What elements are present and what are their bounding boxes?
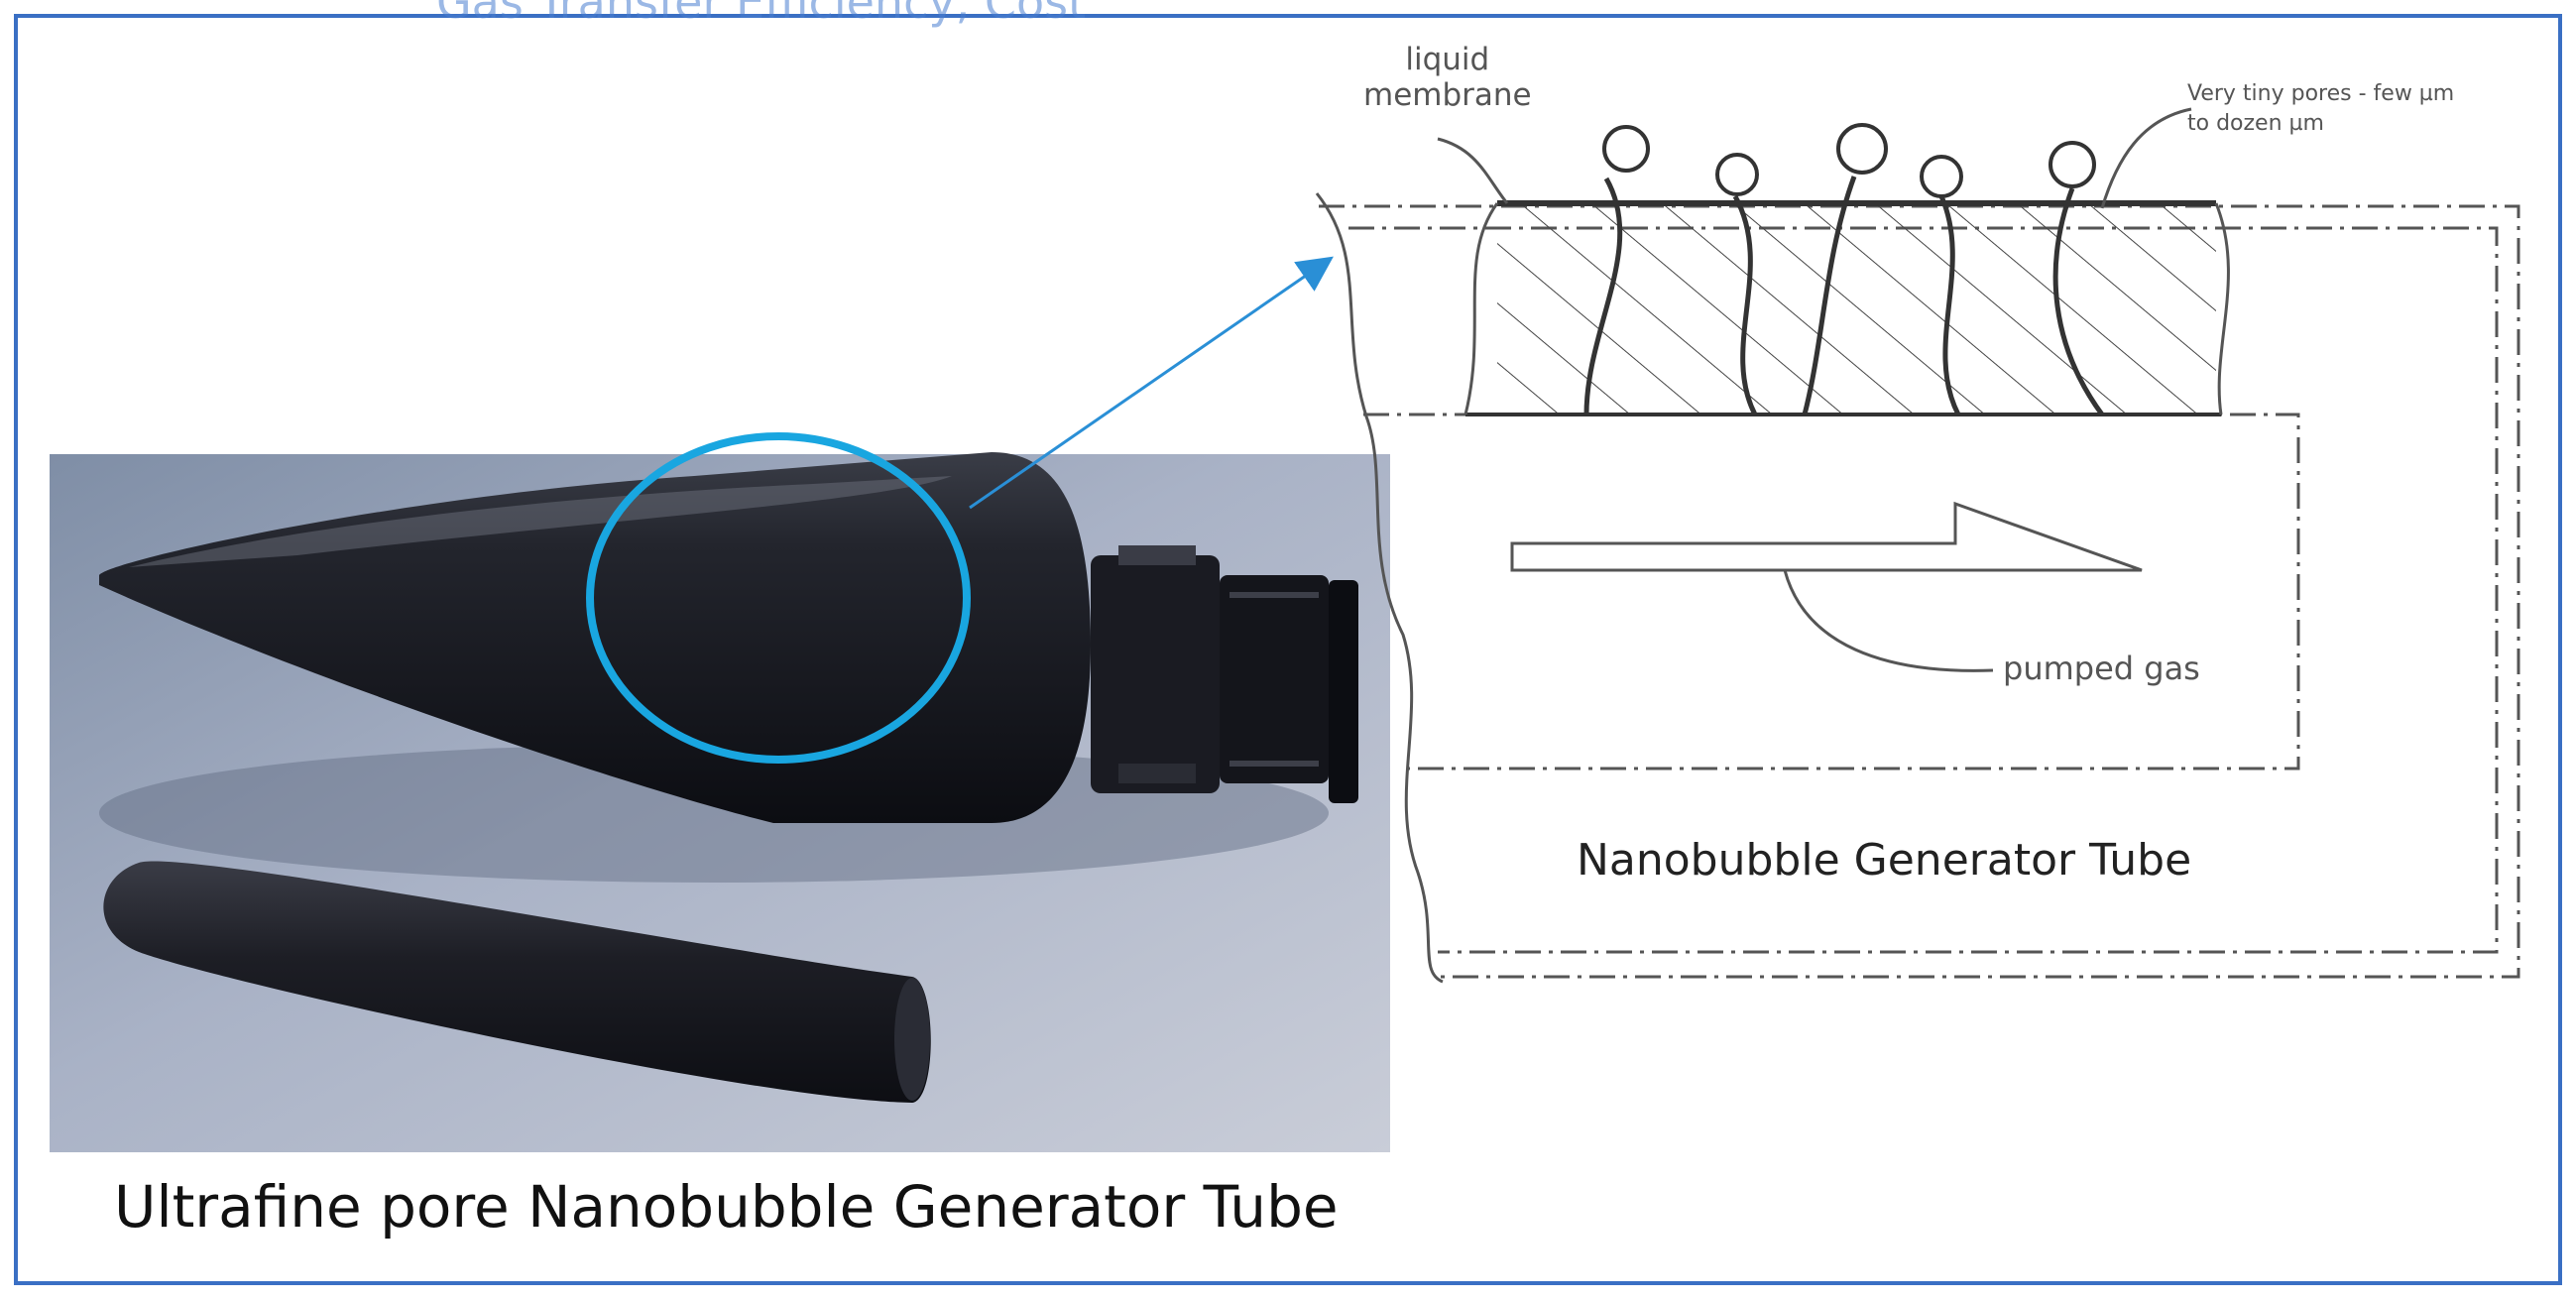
diagram-caption: Nanobubble Generator Tube	[1577, 835, 2191, 886]
label-pores-line1: Very tiny pores - few µm	[2187, 79, 2454, 109]
leader-pores	[2102, 109, 2191, 208]
leader-gas	[1785, 570, 1993, 670]
tube-fitting	[1091, 555, 1220, 793]
leader-liquid	[1438, 139, 1507, 203]
label-pores-line2: to dozen µm	[2187, 109, 2454, 139]
top-title-fragment: Gas Transfer Efficiency, Cost	[436, 0, 1086, 29]
label-liquid-line2: membrane	[1363, 77, 1532, 113]
label-liquid-line1: liquid	[1363, 42, 1532, 77]
product-photo	[50, 436, 1390, 1152]
label-pumped-gas: pumped gas	[2003, 650, 2200, 687]
label-liquid-membrane: liquid membrane	[1363, 42, 1532, 113]
label-pores: Very tiny pores - few µm to dozen µm	[2187, 79, 2454, 139]
photo-caption: Ultrafine pore Nanobubble Generator Tube	[114, 1173, 1339, 1241]
gas-flow-arrow	[1512, 504, 2142, 570]
